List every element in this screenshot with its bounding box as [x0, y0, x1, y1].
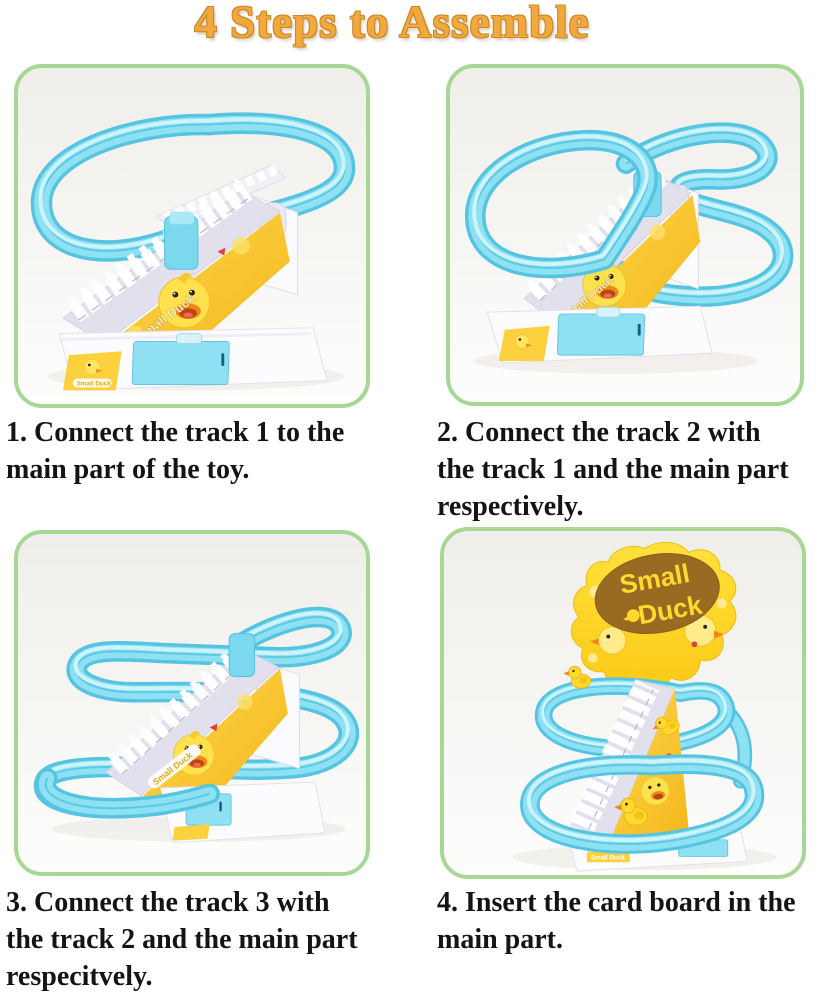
- step-4-photo: Small Duck Small Duck: [512, 541, 777, 872]
- corner-sticker: Small Duck: [62, 351, 122, 391]
- base: Small Duck: [58, 327, 328, 391]
- brand-label: Small Duck: [591, 854, 626, 861]
- base: [486, 305, 713, 364]
- step-2-photo: Small Duck: [450, 68, 800, 374]
- step-3-panel: Small Duck: [14, 530, 370, 876]
- track-connector: [164, 211, 199, 270]
- brand-oval: [594, 553, 720, 635]
- battery-cover: [131, 333, 230, 385]
- corner-sticker: [172, 824, 210, 841]
- yellow-side-panel: [143, 668, 288, 820]
- climbing-duck-3: [614, 797, 648, 826]
- step-3-caption: 3. Connect the track 3 with the track 2 …: [6, 887, 358, 992]
- duck-glyph: [626, 609, 640, 622]
- printed-duck-left: [589, 626, 627, 655]
- corner-sticker: [498, 325, 550, 361]
- step-1-caption: 1. Connect the track 1 to the main part …: [6, 417, 345, 485]
- track-connector: [228, 633, 256, 678]
- corner-sticker: Small Duck: [586, 851, 630, 863]
- step-1-panel: Small Duck Small Duck: [14, 64, 370, 408]
- duck-face-art: [582, 259, 627, 307]
- brand-label: Small Duck: [77, 380, 112, 387]
- step-2-caption: 2. Connect the track 2 with the track 1 …: [437, 417, 789, 522]
- page-title: 4 Steps to Assemble: [194, 0, 590, 47]
- duck-face-art: [641, 776, 670, 806]
- step-4-caption: 4. Insert the card board in the main par…: [437, 887, 796, 955]
- battery-cover: [556, 306, 646, 356]
- climbing-duck-1: [563, 665, 592, 689]
- duck-face-art: [158, 272, 211, 329]
- climbing-duck-2: [652, 716, 680, 736]
- step-1-photo: Small Duck Small Duck: [18, 68, 366, 391]
- staircase: [105, 639, 279, 797]
- signboard-cardboard: Small Duck: [570, 541, 737, 690]
- step-3-photo: Small Duck: [18, 534, 366, 844]
- step-2-panel: Small Duck: [446, 64, 804, 406]
- step-4-panel: Small Duck Small Duck: [440, 527, 806, 879]
